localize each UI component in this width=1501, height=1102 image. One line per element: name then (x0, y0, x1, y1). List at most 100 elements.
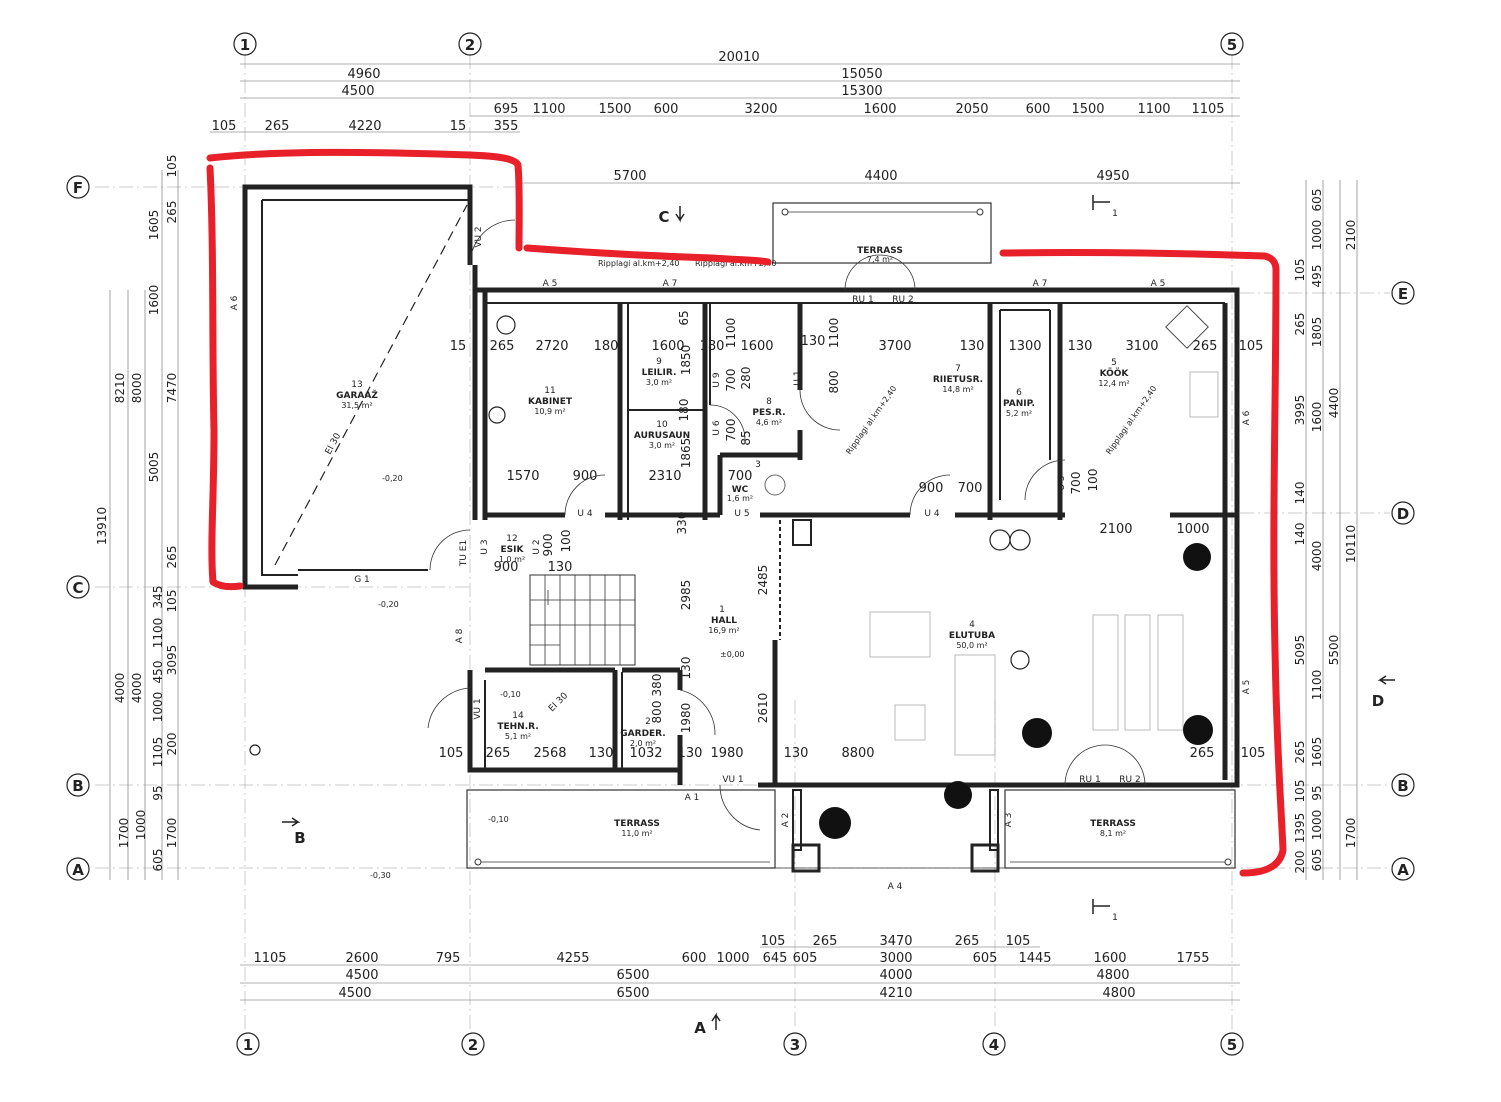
opening-code: A 8 (455, 628, 465, 643)
dim-label: 330 (675, 512, 689, 535)
dim-label: 795 (436, 951, 461, 966)
level-marks: -0,20 -0,20 ±0,00 -0,10 -0,10 -0,30 (370, 474, 745, 880)
dim-label: 900 (573, 469, 598, 484)
dim-label: 130 (801, 334, 826, 349)
dim-label: 1600 (651, 339, 684, 354)
grid-label: E (1398, 285, 1408, 303)
dim-label: 100 (559, 530, 573, 553)
dim-label: 130 (1068, 339, 1093, 354)
dim-label: 95 (151, 785, 165, 800)
dim-label: 4000 (113, 673, 127, 704)
furniture (764, 305, 1219, 756)
opening-code: VU 2 (474, 226, 484, 247)
dim-label: 3700 (878, 339, 911, 354)
dim-label: 130 (678, 746, 703, 761)
dim-label: 200 (165, 733, 179, 756)
opening-code: A 4 (888, 882, 903, 892)
dim-label: 265 (486, 746, 511, 761)
dim-label: 605 (151, 849, 165, 872)
room-name: PES.R. (752, 408, 785, 418)
room-number: 13 (351, 380, 362, 390)
opening-code: U 5 (1057, 475, 1067, 490)
room-area: 31,5 m² (341, 401, 372, 410)
dim-label: 2310 (648, 469, 681, 484)
staircase (529, 574, 636, 666)
dim-label: 380 (650, 674, 664, 697)
dim-label: 345 (151, 586, 165, 609)
terrace-name: TERRASS (857, 246, 903, 256)
dim-label: 700 (724, 369, 738, 392)
dim-label: 265 (1193, 339, 1218, 354)
opening-code: VU 1 (473, 698, 483, 719)
dim-label: 100 (1086, 469, 1100, 492)
level-mark: -0,10 (500, 690, 521, 699)
dim-label: 1700 (165, 818, 179, 849)
opening-code: A 1 (685, 793, 700, 803)
room-name: GARDER. (620, 729, 665, 739)
plant-icons (488, 315, 1213, 839)
dim-label: 3995 (1293, 395, 1307, 426)
grid-label: A (72, 861, 84, 879)
dim-label: 2600 (345, 951, 378, 966)
room-number: 6 (1016, 388, 1022, 398)
dim-label: 265 (265, 119, 290, 134)
dim-label: 645 (763, 951, 788, 966)
terrace-name: TERRASS (614, 819, 660, 829)
dim-label: 4000 (130, 673, 144, 704)
dim-label: 1105 (1191, 102, 1224, 117)
dim-label: 1100 (151, 618, 165, 649)
room-area: 12,4 m² (1098, 379, 1129, 388)
opening-code: A 6 (230, 295, 240, 310)
dim-label: 700 (724, 419, 738, 442)
terrace-area: 11,0 m² (621, 829, 652, 838)
grid-label: 1 (240, 36, 250, 54)
dim-label: 105 (439, 746, 464, 761)
red-outline-east (999, 249, 1287, 877)
grid-label: 2 (465, 36, 475, 54)
ceiling-note: Ripplagi al.km+2,40 (844, 384, 898, 456)
dim-label: 1100 (827, 318, 841, 349)
room-area: 14,8 m² (942, 385, 973, 394)
opening-code: A 3 (1004, 813, 1014, 828)
room-number: 14 (512, 711, 524, 721)
grid-label: A (1397, 861, 1409, 879)
room-area: 5,1 m² (505, 732, 531, 741)
dim-label: 900 (541, 534, 555, 557)
opening-code: G 1 (354, 575, 370, 585)
opening-code: A 5 (1242, 680, 1252, 695)
section-mark-a: A (694, 1019, 706, 1037)
dim-label: 8210 (113, 373, 127, 404)
dimensions-left: 105 1605 265 1600 8210 8000 7470 5005 13… (95, 155, 179, 880)
grid-label: 3 (790, 1036, 800, 1054)
ceiling-note: Ripplagi al.km+2,40 (1104, 384, 1158, 456)
room-number: 4 (969, 620, 975, 630)
opening-code: RU 2 (892, 295, 913, 305)
room-number: 7 (955, 364, 961, 374)
dim-label: 265 (1293, 313, 1307, 336)
dim-label: 1000 (134, 810, 148, 841)
level-mark: -0,20 (382, 474, 403, 483)
dim-label: 8000 (130, 373, 144, 404)
door-swings (427, 219, 1146, 831)
dim-label: 95 (1310, 785, 1324, 800)
room-area: 1,6 m² (727, 494, 753, 503)
dim-label: 3470 (879, 934, 912, 949)
room-area: 5,2 m² (1006, 409, 1032, 418)
fire-rating-note: EI 30 (324, 431, 344, 456)
dim-label: 265 (490, 339, 515, 354)
room-number: 10 (656, 420, 668, 430)
dim-label: 1570 (506, 469, 539, 484)
dim-label: 1700 (1344, 818, 1358, 849)
dimensions-top: 20010 4960 15050 4500 15300 695 1100 150… (210, 50, 1240, 184)
dim-label: 5700 (613, 169, 646, 184)
dim-label: 85 (739, 430, 753, 445)
terrace-area: 7,4 m² (867, 255, 893, 264)
dim-label: 105 (1293, 780, 1307, 803)
dim-label: 5095 (1293, 635, 1307, 666)
dim-label: 4000 (1310, 541, 1324, 572)
dim-label: 1600 (740, 339, 773, 354)
opening-code: U 4 (924, 509, 939, 519)
dim-label: 2100 (1099, 522, 1132, 537)
dim-label: 130 (960, 339, 985, 354)
dim-label: 105 (761, 934, 786, 949)
